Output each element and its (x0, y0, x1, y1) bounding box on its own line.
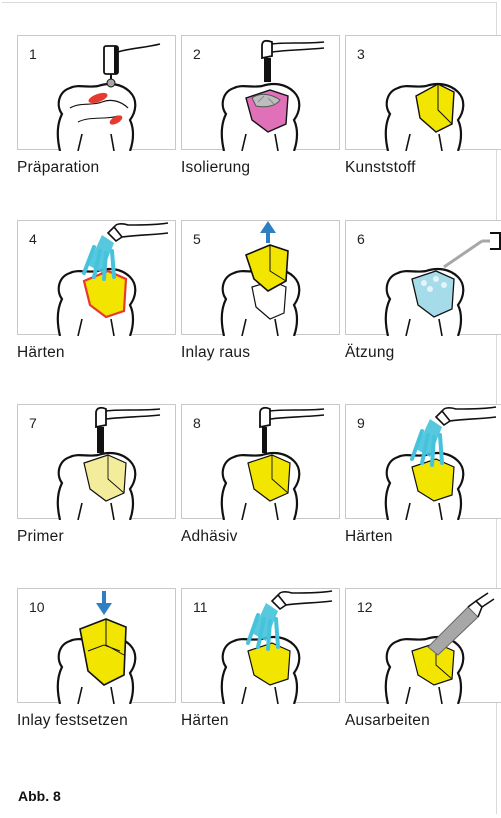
step-image-11: 11 (181, 588, 340, 703)
step-panel-5: 5 Inlay raus (181, 220, 341, 362)
step-panel-6: 6 Ätzung (345, 220, 501, 362)
step-panel-3: 3 Kunststoff (345, 35, 501, 177)
step-image-4: 4 (17, 220, 176, 335)
step-image-1: 1 (17, 35, 176, 150)
light-cure-icon (346, 405, 501, 520)
step-image-3: 3 (345, 35, 501, 150)
primer-icon (18, 405, 177, 520)
composite-icon (346, 36, 501, 151)
step-image-6: 6 (345, 220, 501, 335)
step-panel-12: 12 Ausarbeiten (345, 588, 501, 730)
light-cure-icon (18, 221, 177, 336)
step-image-9: 9 (345, 404, 501, 519)
step-image-12: 12 (345, 588, 501, 703)
step-caption: Härten (181, 712, 341, 730)
step-panel-1: 1 Präparation (17, 35, 177, 177)
step-caption: Präparation (17, 159, 177, 177)
step-caption: Inlay raus (181, 344, 341, 362)
step-panel-8: 8 Adhäsiv (181, 404, 341, 546)
inlay-removal-icon (182, 221, 341, 336)
adhesive-icon (182, 405, 341, 520)
figure-label: Abb. 8 (18, 788, 61, 804)
step-caption: Ausarbeiten (345, 712, 501, 730)
step-caption: Härten (345, 528, 501, 546)
step-caption: Inlay festsetzen (17, 712, 177, 730)
step-panel-4: 4 Härten (17, 220, 177, 362)
step-panel-9: 9 Härten (345, 404, 501, 546)
step-image-5: 5 (181, 220, 340, 335)
step-image-2: 2 (181, 35, 340, 150)
step-caption: Härten (17, 344, 177, 362)
preparation-icon (18, 36, 177, 151)
step-panel-10: 10 Inlay festsetzen (17, 588, 177, 730)
step-caption: Adhäsiv (181, 528, 341, 546)
step-panel-11: 11 Härten (181, 588, 341, 730)
step-panel-2: 2 Isolierung (181, 35, 341, 177)
step-caption: Primer (17, 528, 177, 546)
step-caption: Kunststoff (345, 159, 501, 177)
step-panel-7: 7 Primer (17, 404, 177, 546)
finishing-icon (346, 589, 501, 704)
step-caption: Isolierung (181, 159, 341, 177)
inlay-seating-icon (18, 589, 177, 704)
step-image-8: 8 (181, 404, 340, 519)
step-caption: Ätzung (345, 344, 501, 362)
step-image-10: 10 (17, 588, 176, 703)
isolation-icon (182, 36, 341, 151)
light-cure-icon (182, 589, 341, 704)
etching-icon (346, 221, 501, 336)
step-image-7: 7 (17, 404, 176, 519)
